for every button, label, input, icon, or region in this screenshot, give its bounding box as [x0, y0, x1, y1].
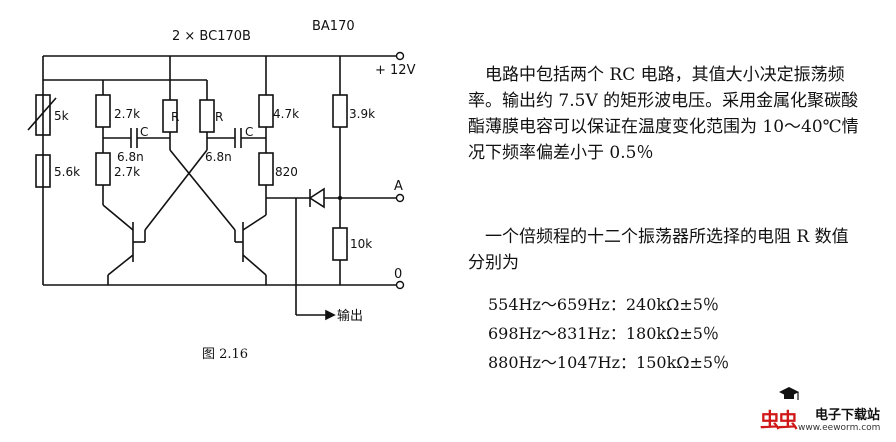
resistor-2-7k-top: [95, 94, 111, 128]
cross-wire-1: [169, 149, 236, 231]
ground-terminal: [395, 280, 405, 290]
label-pot: 5k: [54, 109, 69, 123]
graduation-cap-icon: [779, 387, 799, 400]
diode-label: BA170: [312, 19, 355, 34]
resistor-r-timing-2: [199, 99, 215, 133]
label-4-7k: 4.7k: [273, 107, 299, 121]
diode-icon: [308, 187, 325, 209]
label-2-7k-top: 2.7k: [114, 107, 140, 121]
transistor-label: 2 × BC170B: [172, 29, 251, 44]
transistor-right-collector: [242, 214, 267, 231]
pot-5k: [35, 94, 51, 136]
transistor-left-emitter: [107, 254, 134, 276]
label-c1-value: 6.8n: [117, 150, 144, 164]
resistor-10k: [332, 227, 348, 261]
site-watermark: 虫虫 电子下载站 www.eeworm.com: [760, 386, 890, 438]
figure-caption: 图 2.16: [202, 347, 249, 362]
label-2-7k-bottom: 2.7k: [114, 165, 140, 179]
output-arrow-icon: [325, 309, 336, 321]
resistor-3-9k: [332, 94, 348, 128]
cross-wire-2: [144, 149, 208, 231]
transistor-left-collector: [102, 204, 134, 231]
label-820: 820: [275, 165, 298, 179]
frequency-range-1: 554Hz～659Hz：240kΩ±5％: [488, 295, 719, 314]
label-c2-value: 6.8n: [205, 150, 232, 164]
label-r-timing-2: R: [215, 110, 223, 124]
output-a-terminal: [395, 193, 405, 203]
frequency-range-3: 880Hz～1047Hz：150kΩ±5％: [488, 353, 730, 372]
description-paragraph-1: 电路中包括两个 RC 电路，其值大小决定振荡频率。输出约 7.5V 的矩形波电压…: [468, 62, 863, 166]
resistor-2-7k-bottom: [95, 152, 111, 186]
resistor-5-6k: [35, 154, 51, 188]
output-a-label: A: [394, 179, 403, 194]
description-paragraph-2: 一个倍频程的十二个振荡器所选择的电阻 R 数值分别为: [468, 224, 863, 276]
logo-glyph: 虫虫: [760, 408, 798, 432]
label-3-9k: 3.9k: [349, 107, 375, 121]
resistor-820: [258, 152, 274, 186]
label-c1: C: [140, 125, 148, 139]
supply-label: + 12V: [375, 63, 416, 78]
junction-dot: [337, 195, 343, 201]
label-5-6k: 5.6k: [54, 165, 80, 179]
paragraph-1-text: 电路中包括两个 RC 电路，其值大小决定振荡频率。输出约 7.5V 的矩形波电压…: [468, 65, 859, 163]
output-label: 输出: [337, 308, 363, 324]
label-r-timing-1: R: [171, 110, 179, 124]
frequency-range-2: 698Hz～831Hz：180kΩ±5％: [488, 324, 719, 343]
label-c2: C: [245, 125, 253, 139]
ground-label: 0: [394, 267, 402, 282]
label-10k: 10k: [350, 237, 372, 251]
site-url: www.eeworm.com: [798, 423, 881, 433]
resistor-4-7k: [258, 94, 274, 128]
pot-arrow: [27, 97, 57, 131]
paragraph-2-text: 一个倍频程的十二个振荡器所选择的电阻 R 数值分别为: [468, 227, 849, 273]
transistor-right-emitter: [242, 254, 267, 276]
supply-terminal: [395, 51, 405, 61]
site-name: 电子下载站: [815, 408, 881, 423]
